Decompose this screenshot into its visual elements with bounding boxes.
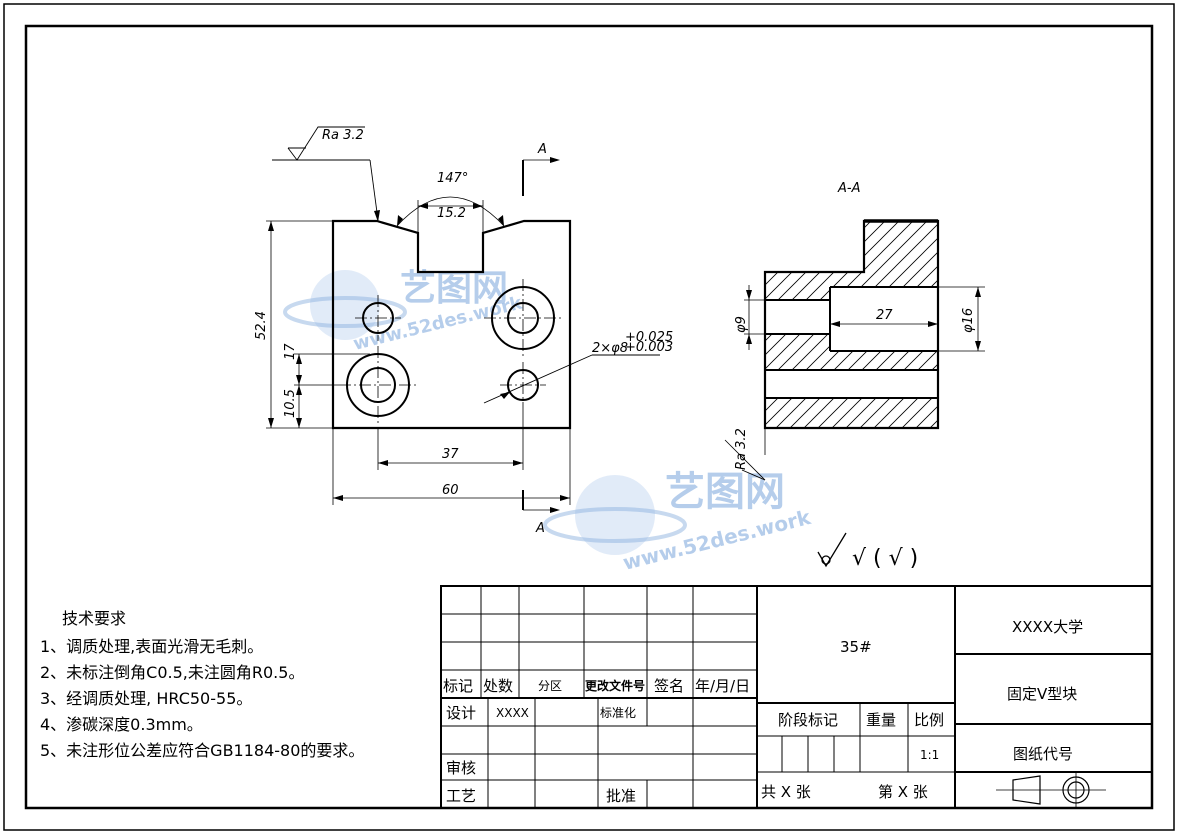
requirement-item-4: 4、渗碳深度0.3mm。 [40,715,203,734]
height-17-label: 17 [283,343,298,360]
requirement-item-2: 2、未标注倒角C0.5,未注圆角R0.5。 [40,663,304,682]
watermark-1: 艺图网 www.52des.work [283,268,525,355]
tb-designer: XXXX [496,706,529,720]
tb-part-name: 固定V型块 [1007,685,1077,703]
groove-width-label: 15.2 [437,206,466,221]
angle-label: 147° [437,171,468,186]
hole-spacing-label: 37 [442,447,459,462]
tolerance-upper: +0.025 [625,330,673,345]
tb-stage-mark: 阶段标记 [778,711,838,729]
tb-scale: 比例 [914,711,944,729]
requirement-item-1: 1、调质处理,表面光滑无毛刺。 [40,637,263,656]
tb-sheets-total: 共 X 张 [761,783,811,801]
dia-right-label: φ16 [961,308,976,333]
section-mark-top: A [537,142,547,157]
tb-standardize: 标准化 [600,706,636,720]
tb-approve: 批准 [606,787,636,805]
tb-count: 处数 [483,677,513,695]
tb-process: 工艺 [446,787,476,805]
front-view [266,126,660,513]
tb-review: 审核 [446,759,476,777]
general-roughness-symbol [817,532,847,568]
tb-mark: 标记 [443,677,473,695]
watermark-2: 艺图网 www.52des.work [543,469,814,575]
requirement-item-5: 5、未注形位公差应符合GB1184-80的要求。 [40,741,364,760]
tb-scale-value: 1:1 [920,748,939,762]
tb-sheet-no: 第 X 张 [878,783,928,801]
tb-drawing-code: 图纸代号 [1013,745,1073,763]
roughness-label-front: Ra 3.2 [322,128,364,143]
section-view [724,219,985,481]
outer-border [3,3,1175,831]
tb-signature: 签名 [654,677,684,695]
watermark-cn-2: 艺图网 [665,469,785,515]
dia-left-label: φ9 [734,316,749,333]
width-total-label: 60 [442,483,459,498]
tb-school: XXXX大学 [1012,618,1083,636]
section-title: A-A [837,181,860,196]
tb-date: 年/月/日 [695,677,750,695]
tolerance-lower: +0.003 [625,340,673,355]
tb-change-doc: 更改文件号 [585,678,645,693]
tb-weight: 重量 [866,711,896,729]
hole-callout-label: 2×φ8 [592,341,628,356]
projection-symbol-icon [996,772,1106,808]
height-total-label: 52.4 [254,311,269,340]
requirement-item-3: 3、经调质处理, HRC50-55。 [40,689,252,708]
watermark-cn-1: 艺图网 [400,268,508,309]
tb-material: 35# [840,638,872,656]
roughness-label-section: Ra 3.2 [734,428,749,470]
section-mark-bottom: A [535,521,545,536]
tb-design: 设计 [446,704,476,722]
tb-zone: 分区 [538,679,562,693]
requirements-title: 技术要求 [62,609,126,628]
height-10-5-label: 10.5 [283,389,298,418]
title-block [440,585,1153,809]
general-roughness-paren: √ ( √ ) [852,546,918,571]
depth-label: 27 [876,308,893,323]
